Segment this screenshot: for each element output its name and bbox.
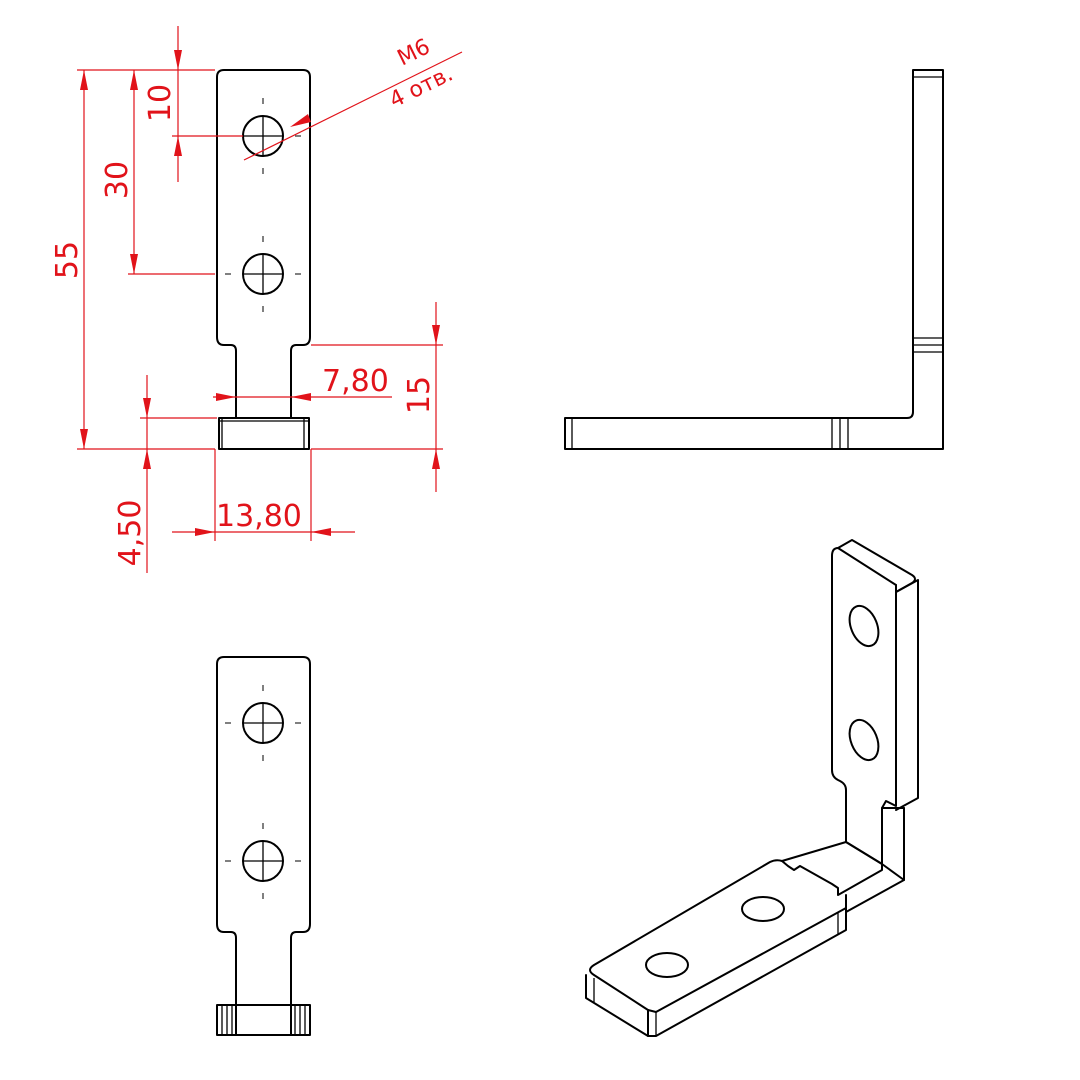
isometric-view xyxy=(585,539,919,1037)
dimension-label-30: 30 xyxy=(100,161,135,199)
dimension-10: 10 xyxy=(143,26,243,182)
iso-hole xyxy=(848,604,880,648)
iso-hole xyxy=(645,952,689,978)
side-view xyxy=(564,69,944,450)
dimension-30: 30 xyxy=(100,70,215,275)
hole-count-label: 4 отв. xyxy=(386,61,457,113)
iso-hole xyxy=(741,896,785,922)
iso-horizontal-leg-face xyxy=(589,841,883,1011)
mounting-hole xyxy=(225,236,301,312)
mounting-hole xyxy=(225,685,301,761)
iso-hole xyxy=(848,718,880,762)
front-view xyxy=(216,69,311,450)
side-view-outline xyxy=(564,69,944,450)
dimensions: 55 30 10 M6 4 отв. xyxy=(50,26,463,573)
thread-size-label: M6 xyxy=(394,34,435,71)
bottom-view xyxy=(216,656,311,1036)
iso-vertical-leg-face xyxy=(831,547,897,865)
dimension-55: 55 xyxy=(50,69,215,450)
dimension-15: 15 xyxy=(311,302,443,492)
dimension-13-80: 13,80 xyxy=(172,449,355,541)
dimension-label-10: 10 xyxy=(143,84,178,122)
dimension-label-7-80: 7,80 xyxy=(322,364,389,399)
dimension-label-13-80: 13,80 xyxy=(216,499,302,534)
mounting-hole xyxy=(225,823,301,899)
dimension-label-4-50: 4,50 xyxy=(113,500,148,567)
dimension-label-55: 55 xyxy=(50,241,85,279)
dimension-4-50: 4,50 xyxy=(113,375,217,573)
thread-callout: M6 4 отв. xyxy=(243,34,463,161)
front-view-foot xyxy=(218,417,310,450)
dimension-label-15: 15 xyxy=(402,376,437,414)
dimension-7-80: 7,80 xyxy=(213,364,392,401)
